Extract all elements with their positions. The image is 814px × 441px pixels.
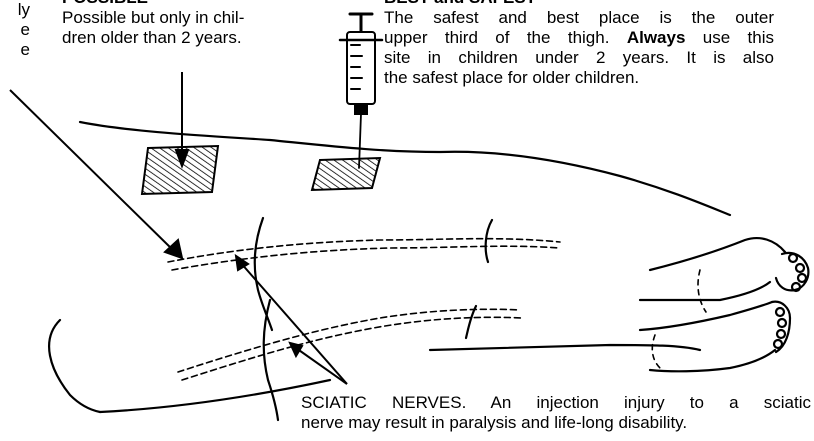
- left-note-line-3: e: [0, 40, 30, 60]
- sciatic-line-1: SCIATIC NERVES. An injection injury to a…: [301, 393, 811, 413]
- left-arrowhead: [165, 240, 182, 258]
- upper-foot-back: [640, 282, 770, 300]
- knee-crease-upper: [486, 220, 492, 262]
- left-note-line-2: e: [0, 20, 30, 40]
- possible-site-caption: POSSIBLE Possible but only in chil- dren…: [62, 0, 302, 48]
- best-line-2: upper third of the thigh. Always use thi…: [384, 28, 774, 48]
- best-line-1: The safest and best place is the outer: [384, 8, 774, 28]
- sciatic-nerve-upper-1: [168, 239, 560, 262]
- sciatic-nerve-caption: SCIATIC NERVES. An injection injury to a…: [301, 393, 811, 433]
- upper-foot: [650, 238, 785, 270]
- best-heading: BEST and SAFEST: [384, 0, 774, 8]
- best-line-3: site in children under 2 years. It is al…: [384, 48, 774, 68]
- sciatic-nerve-lower-1: [178, 309, 520, 372]
- best-line-2-bold: Always: [627, 28, 686, 47]
- best-site-patch: [312, 158, 380, 190]
- best-line-2-after: use this: [685, 28, 774, 47]
- sciatic-arrow-lower-shaft: [296, 348, 347, 384]
- possible-line-1: Possible but only in chil-: [62, 8, 302, 28]
- knee-crease-lower: [466, 306, 476, 338]
- lower-foot: [640, 302, 772, 330]
- possible-line-2: dren older than 2 years.: [62, 28, 302, 48]
- lower-leg-underside: [430, 345, 700, 350]
- hip-crease-lower: [264, 300, 278, 420]
- best-site-caption: BEST and SAFEST The safest and best plac…: [384, 0, 774, 88]
- lower-foot-sole: [650, 350, 775, 371]
- best-line-4: the safest place for older children.: [384, 68, 774, 88]
- left-clipped-note: ly e e: [0, 0, 30, 60]
- sciatic-nerve-upper-2: [172, 246, 560, 270]
- sciatic-arrow-upper-shaft: [240, 262, 347, 384]
- sciatic-arrowhead-lower: [290, 343, 302, 356]
- possible-heading: POSSIBLE: [62, 0, 302, 8]
- buttock-outline: [49, 320, 100, 412]
- best-line-2-before: upper third of the thigh.: [384, 28, 627, 47]
- left-note-line-1: ly: [0, 0, 30, 20]
- ankle-dash-lower: [652, 335, 660, 368]
- sciatic-line-2: nerve may result in paralysis and life-l…: [301, 413, 811, 433]
- thigh-underside: [100, 380, 330, 412]
- hip-crease: [255, 218, 272, 330]
- syringe-icon: [340, 14, 382, 168]
- ankle-dash-upper: [698, 270, 706, 312]
